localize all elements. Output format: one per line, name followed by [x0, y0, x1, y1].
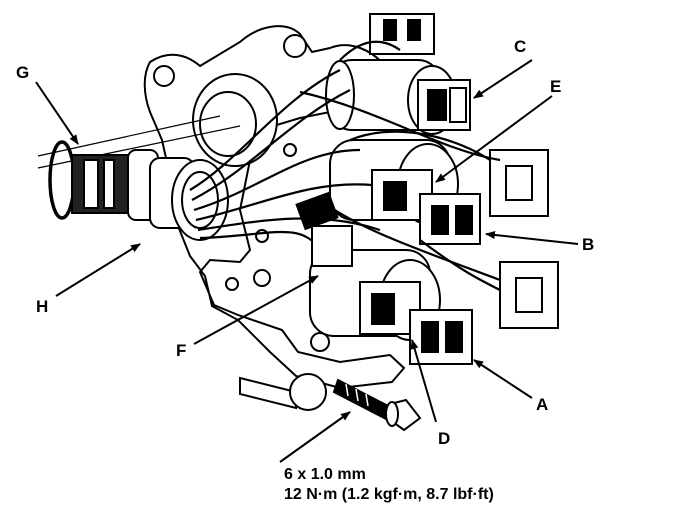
- solenoid-f-a-d: [309, 249, 559, 365]
- callout-a: A: [536, 395, 548, 414]
- callout-f: F: [176, 341, 186, 360]
- callout-e: E: [550, 77, 561, 96]
- solenoid-e-b: [329, 139, 549, 245]
- callout-c: C: [514, 37, 526, 56]
- bolt-torque-label: 12 N·m (1.2 kgf·m, 8.7 lbf·ft): [284, 486, 494, 503]
- bolt-size-label: 6 x 1.0 mm: [284, 466, 366, 483]
- housing-mount-holes: [153, 34, 330, 352]
- solenoid-c: [325, 13, 471, 135]
- callout-b: B: [582, 235, 594, 254]
- callout-h: H: [36, 297, 48, 316]
- housing-bore: [192, 73, 278, 167]
- callout-leaders: [35, 59, 579, 463]
- o-ring: [48, 140, 76, 220]
- mounting-bolt: [332, 378, 422, 432]
- harness-clip: [295, 191, 353, 267]
- callout-d: D: [438, 429, 450, 448]
- dowel-pin: [239, 373, 327, 411]
- callout-g: G: [16, 63, 29, 82]
- wire-harness: [189, 40, 501, 291]
- connector-h: [71, 149, 229, 241]
